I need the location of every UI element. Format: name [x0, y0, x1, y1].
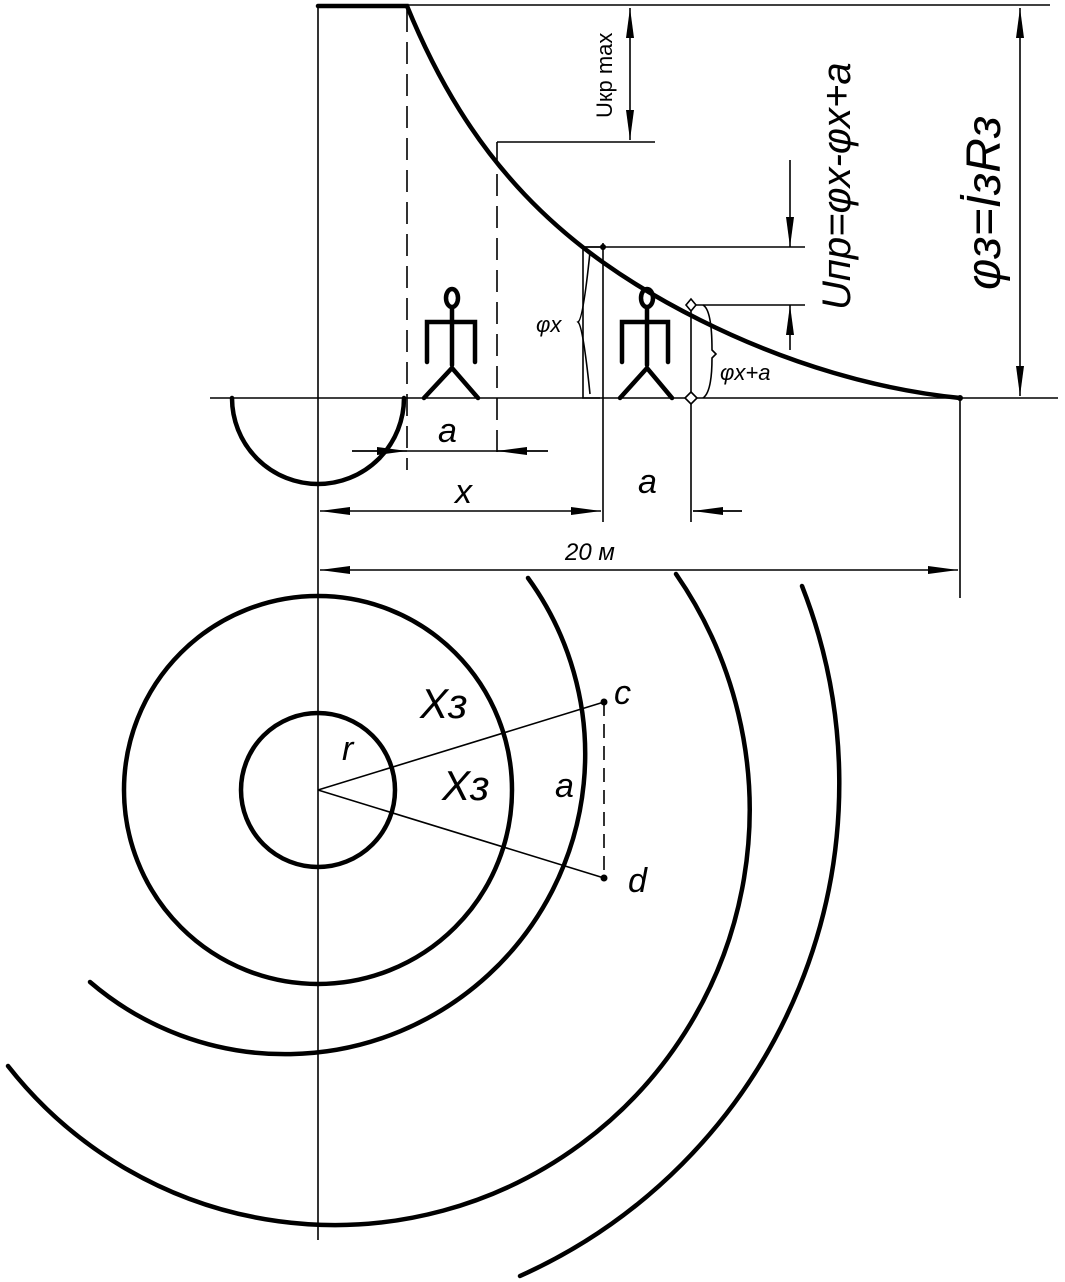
point-c — [600, 698, 608, 706]
u-pr-label: Uпр=φx-φx+a — [815, 62, 859, 310]
phi-x-bracket — [582, 246, 600, 399]
phi-x-brace — [576, 251, 591, 395]
equipotential-arc-3 — [5, 571, 752, 1228]
x-z-lower-label: Xз — [441, 762, 490, 809]
a-mid-label: a — [638, 463, 657, 501]
x-z-upper-label: Xз — [419, 680, 468, 727]
equipotential-circle-1 — [121, 593, 515, 987]
d-label: d — [628, 862, 648, 900]
x-label: x — [453, 473, 473, 511]
point-phi-x — [600, 244, 606, 250]
a-top-label: a — [438, 412, 457, 450]
equipotential-arc-2 — [87, 575, 588, 1057]
phi-x-label: φx — [536, 312, 562, 337]
radius-to-d — [317, 789, 605, 879]
phi-z-label: φз=İзRз — [958, 116, 1011, 290]
electrode-circle — [238, 710, 398, 870]
point-ground-xa — [683, 390, 699, 406]
point-phi-xa — [684, 297, 698, 313]
equipotential-arc-4 — [517, 583, 842, 1279]
a-plan-label: a — [555, 767, 574, 805]
u-kr-max-label: Uкр max — [592, 33, 617, 118]
point-d — [600, 874, 608, 882]
radius-to-c — [317, 701, 605, 791]
phi-xa-brace — [702, 304, 718, 399]
phi-xa-label: φx+a — [720, 360, 770, 385]
r-label: r — [342, 730, 355, 768]
potential-curve — [315, 3, 963, 401]
person-figure-2 — [617, 286, 675, 401]
distance-label: 20 м — [564, 539, 615, 566]
person-figure-1 — [421, 286, 481, 401]
c-label: c — [614, 674, 631, 712]
electrode-cross-section — [229, 395, 407, 487]
